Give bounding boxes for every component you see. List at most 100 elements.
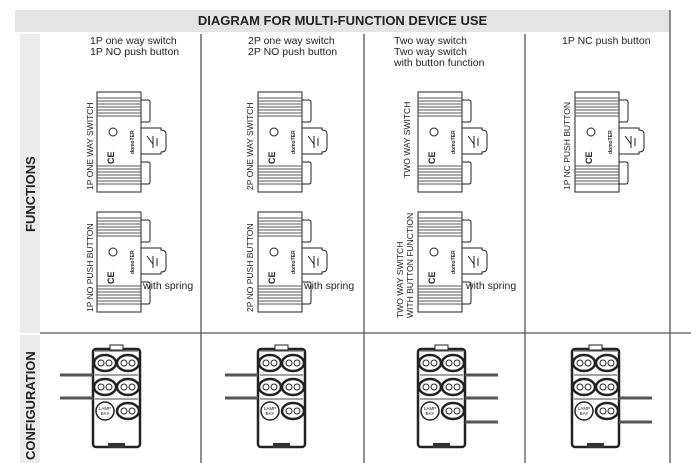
screw-icon bbox=[429, 127, 439, 137]
screw-icon bbox=[429, 247, 439, 257]
terminal-connector bbox=[594, 353, 620, 373]
ce-mark: CE bbox=[427, 151, 437, 164]
device-bottom-ear bbox=[141, 161, 151, 185]
terminal-hole bbox=[584, 383, 592, 391]
terminal-hole bbox=[293, 383, 301, 391]
module-bottom-clip bbox=[273, 443, 290, 448]
terminal-hole bbox=[128, 359, 136, 367]
diagram-title: DIAGRAM FOR MULTI-FUNCTION DEVICE USE bbox=[15, 10, 670, 32]
terminal-hole bbox=[599, 383, 607, 391]
lamp-bay bbox=[260, 401, 280, 421]
terminal-hole bbox=[445, 359, 453, 367]
device-actuator bbox=[462, 247, 488, 275]
column-heading-3: Two way switch Two way switch with butto… bbox=[394, 36, 484, 69]
heading-line: 2P NO push button bbox=[248, 46, 338, 58]
terminal-hole bbox=[607, 407, 615, 415]
brand-logo: domoTER bbox=[608, 130, 614, 154]
terminal-connector bbox=[571, 377, 597, 397]
switch-symbol-icon bbox=[624, 135, 636, 148]
terminal-hole bbox=[285, 383, 293, 391]
device-actuator bbox=[302, 247, 328, 275]
heading-line: Two way switch bbox=[394, 35, 467, 47]
device-side-view: domoTER CE bbox=[417, 91, 488, 193]
terminal-connector bbox=[257, 377, 283, 397]
device-top-ear bbox=[302, 219, 312, 243]
terminal-hole bbox=[430, 383, 438, 391]
device-top-ear bbox=[462, 99, 472, 123]
terminal-connector bbox=[92, 377, 118, 397]
heading-line: 1P NO push button bbox=[90, 46, 180, 58]
configuration-row-header bbox=[20, 335, 40, 463]
module-top-clip bbox=[588, 344, 603, 351]
terminal-connector bbox=[417, 353, 443, 373]
terminal-connector bbox=[280, 401, 306, 421]
device-top-ear bbox=[619, 99, 629, 123]
screw-icon bbox=[108, 127, 118, 137]
terminal-hole bbox=[270, 359, 278, 367]
terminal-hole bbox=[422, 359, 430, 367]
lamp-bay-label: BAY bbox=[426, 411, 435, 416]
lamp-bay-label: LAMP bbox=[424, 406, 436, 411]
device-actuator bbox=[302, 127, 328, 155]
terminal-hole bbox=[293, 407, 301, 415]
terminal-hole bbox=[128, 383, 136, 391]
lamp-bay bbox=[95, 401, 115, 421]
terminal-connector bbox=[280, 353, 306, 373]
switch-symbol-icon bbox=[307, 255, 319, 268]
terminal-connector bbox=[417, 377, 443, 397]
switch-symbol-icon bbox=[146, 135, 158, 148]
ce-mark: CE bbox=[106, 151, 116, 164]
switch-symbol-icon bbox=[307, 135, 319, 148]
brand-logo: domoTER bbox=[291, 130, 297, 154]
terminal-hole bbox=[105, 383, 113, 391]
terminal-hole bbox=[453, 383, 461, 391]
heading-line: 1P one way switch bbox=[90, 35, 177, 47]
terminal-hole bbox=[97, 383, 105, 391]
heading-line: 2P one way switch bbox=[248, 35, 335, 47]
ce-mark: CE bbox=[267, 151, 277, 164]
device-top-ear bbox=[141, 99, 151, 123]
screw-icon bbox=[269, 127, 279, 137]
device-actuator bbox=[141, 247, 167, 275]
terminal-hole bbox=[576, 359, 584, 367]
device-bottom-ear bbox=[462, 161, 472, 185]
switch-symbol-icon bbox=[146, 255, 158, 268]
terminal-hole bbox=[576, 383, 584, 391]
terminal-hole bbox=[453, 359, 461, 367]
ce-mark: CE bbox=[106, 271, 116, 284]
terminal-connector bbox=[115, 353, 141, 373]
device-bottom-ear bbox=[619, 161, 629, 185]
device-bottom-ear bbox=[141, 281, 151, 305]
terminal-hole bbox=[128, 407, 136, 415]
module-top-clip bbox=[434, 344, 449, 351]
terminal-hole bbox=[97, 359, 105, 367]
module-top-clip bbox=[109, 344, 124, 351]
terminal-hole bbox=[105, 359, 113, 367]
module-bottom-clip bbox=[433, 443, 450, 448]
terminal-hole bbox=[285, 407, 293, 415]
brand-logo: domoTER bbox=[130, 250, 136, 274]
column-heading-4: 1P NC push button bbox=[562, 36, 651, 47]
heading-line: 1P NC push button bbox=[562, 35, 651, 47]
terminal-connector bbox=[280, 377, 306, 397]
brand-logo: domoTER bbox=[451, 130, 457, 154]
lamp-bay-label: LAMP bbox=[264, 406, 276, 411]
terminal-connector bbox=[571, 353, 597, 373]
terminal-hole bbox=[262, 383, 270, 391]
device-side-view: domoTER CE bbox=[257, 91, 328, 193]
switch-symbol-icon bbox=[467, 255, 479, 268]
terminal-hole bbox=[599, 359, 607, 367]
device-actuator bbox=[141, 127, 167, 155]
terminal-hole bbox=[120, 383, 128, 391]
ce-mark: CE bbox=[267, 271, 277, 284]
heading-line: with button function bbox=[394, 57, 485, 69]
heading-line: Two way switch bbox=[394, 46, 467, 58]
